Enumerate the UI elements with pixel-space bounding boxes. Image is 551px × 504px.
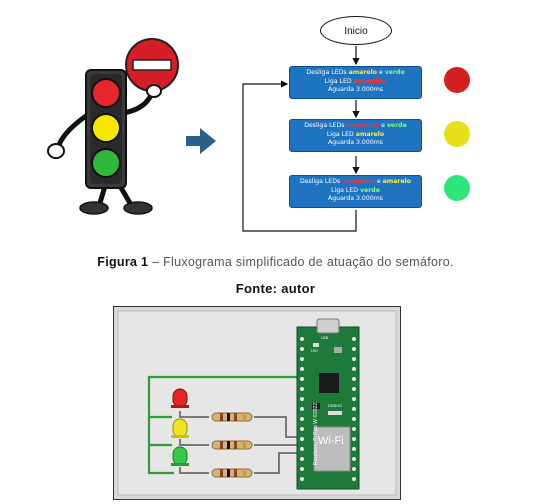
board-led-label: LED: [311, 349, 318, 353]
figure-source: Fonte: autor: [235, 281, 316, 296]
step-text: Desliga LEDs: [299, 178, 343, 185]
step-text: Aguarda 3.000ms: [328, 139, 383, 147]
flowchart-start: Inicio: [320, 16, 392, 45]
resistor: [211, 440, 253, 450]
light-indicators: [444, 67, 470, 201]
flowchart-step-green: Desliga LEDs vermelho e amarelo Liga LED…: [289, 175, 422, 208]
resistor: [211, 412, 253, 422]
step-text: Aguarda 3.000ms: [328, 195, 383, 203]
circuit-frame: USB LED DEBUG Wi-Fi Raspberry Pi Pico W …: [113, 306, 401, 500]
start-label: Inicio: [344, 26, 368, 37]
red-led: [171, 388, 189, 408]
step-text: e: [374, 178, 383, 185]
step-text: amarelo: [382, 178, 412, 185]
figure-caption: Figura 1 – Fluxograma simplificado de at…: [0, 255, 551, 269]
step-text: Liga LED: [326, 130, 356, 138]
caption-text: – Fluxograma simplificado de atuação do …: [148, 255, 454, 269]
green-led: [171, 446, 189, 466]
step-text: amarelo: [348, 69, 377, 76]
yellow-led: [171, 418, 189, 438]
step-text: amarelo: [355, 130, 385, 138]
caption-label: Figura 1: [97, 255, 149, 269]
step-text: vermelho: [346, 122, 380, 129]
step-text: Desliga LEDs: [304, 122, 347, 129]
step-text: Aguarda 3.000ms: [328, 86, 383, 94]
step-text: Desliga LEDs: [306, 69, 349, 76]
yellow-light-icon: [444, 121, 470, 147]
traffic-light-illustration: [47, 38, 179, 215]
step-text: e: [379, 122, 387, 129]
red-light-icon: [444, 67, 470, 93]
step-text: vermelho: [342, 178, 375, 185]
step-text: Liga LED: [331, 186, 361, 194]
right-arrow-icon: [186, 128, 216, 154]
step-text: vermelho: [353, 77, 387, 85]
board-debug-label: DEBUG: [328, 403, 343, 408]
board-name-label: Raspberry Pi Pico W ©2022: [313, 402, 319, 466]
board-usb-label: USB: [321, 336, 329, 340]
board-wifi-label: Wi-Fi: [318, 435, 344, 447]
resistor: [211, 468, 253, 478]
step-text: e: [376, 69, 385, 76]
flowchart-step-red: Desliga LEDs amarelo e verde Liga LED ve…: [289, 66, 422, 99]
flowchart-step-yellow: Desliga LEDs vermelho e verde Liga LED a…: [289, 119, 422, 152]
circuit-diagram: [117, 310, 397, 496]
pico-board: [296, 318, 360, 490]
step-text: verde: [360, 186, 380, 194]
step-text: verde: [386, 122, 407, 129]
step-text: Liga LED: [324, 77, 354, 85]
flowchart-connectors: [242, 46, 360, 232]
step-text: verde: [384, 69, 405, 76]
green-light-icon: [444, 175, 470, 201]
